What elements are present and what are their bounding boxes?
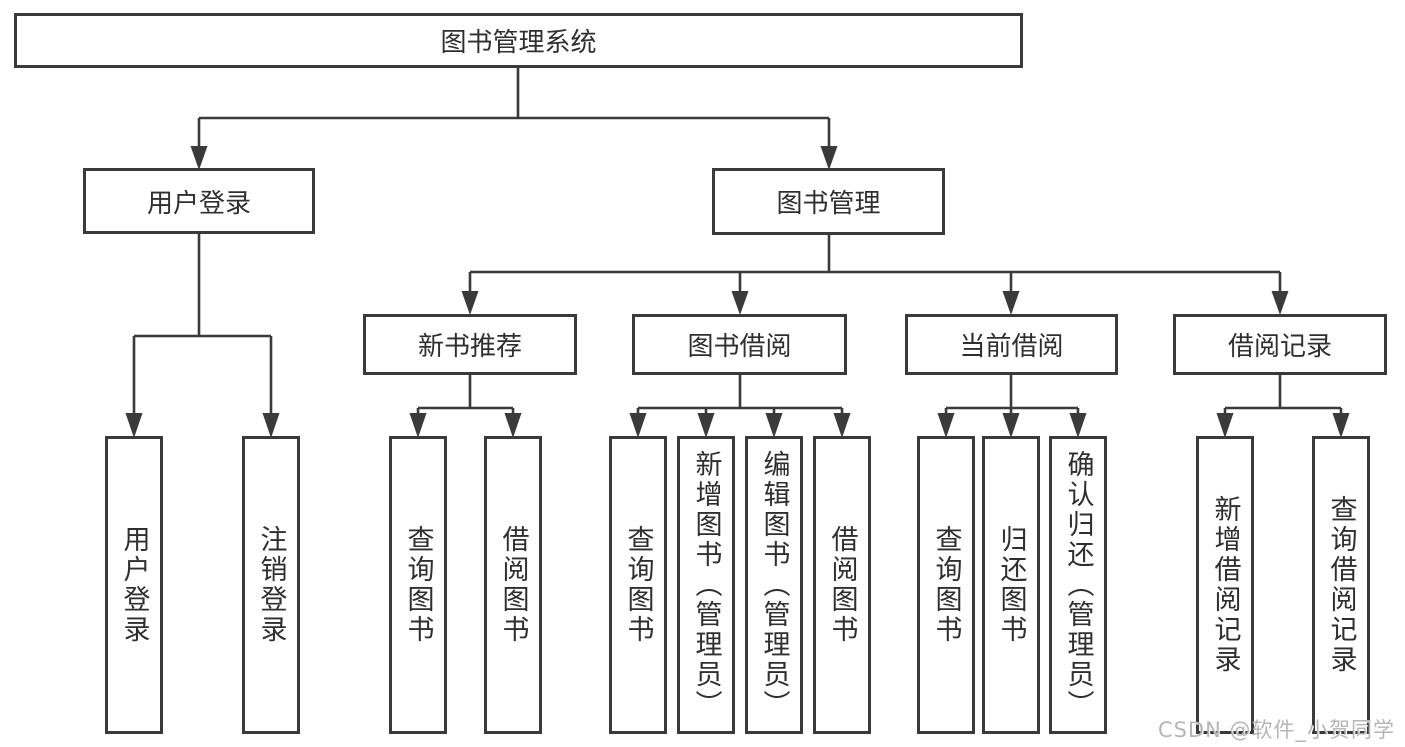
leaf-label: 借阅图书 [826, 525, 858, 645]
leaf-add-borrow-record: 新增借阅记录 [1196, 436, 1254, 734]
node-book-management: 图书管理 [712, 168, 945, 235]
leaf-borrow-books-recommend: 借阅图书 [484, 436, 542, 734]
csdn-watermark: CSDN @软件_小贺同学 [1157, 718, 1395, 742]
leaf-label: 查询图书 [622, 525, 654, 645]
leaf-query-books-recommend: 查询图书 [389, 436, 447, 734]
leaf-label: 注销登录 [255, 525, 287, 645]
node-root-library-system: 图书管理系统 [14, 13, 1023, 68]
node-book-borrowing: 图书借阅 [632, 314, 847, 375]
node-new-book-recommend: 新书推荐 [363, 314, 577, 375]
leaf-query-books-borrowing: 查询图书 [609, 436, 667, 734]
leaf-add-books-admin: 新增图书（管理员） [677, 436, 735, 734]
node-borrowing-records: 借阅记录 [1173, 314, 1387, 375]
leaf-query-borrow-record: 查询借阅记录 [1312, 436, 1370, 734]
leaf-query-books-current: 查询图书 [917, 436, 975, 734]
leaf-label: 新增借阅记录 [1209, 495, 1241, 675]
leaf-logout: 注销登录 [242, 436, 300, 734]
node-user-login: 用户登录 [83, 168, 315, 234]
leaf-edit-books-admin: 编辑图书（管理员） [745, 436, 803, 734]
leaf-label: 编辑图书（管理员） [758, 450, 790, 720]
leaf-label: 查询图书 [930, 525, 962, 645]
leaf-label: 查询图书 [402, 525, 434, 645]
leaf-borrow-books: 借阅图书 [813, 436, 871, 734]
node-current-borrowing: 当前借阅 [905, 314, 1118, 375]
leaf-label: 借阅图书 [497, 525, 529, 645]
leaf-user-login: 用户登录 [105, 436, 163, 734]
arrowheads [125, 146, 1350, 438]
leaf-confirm-return-admin: 确认归还（管理员） [1049, 436, 1107, 734]
leaf-return-books: 归还图书 [982, 436, 1040, 734]
leaf-label: 确认归还（管理员） [1062, 450, 1094, 720]
leaf-label: 归还图书 [995, 525, 1027, 645]
leaf-label: 新增图书（管理员） [690, 450, 722, 720]
leaf-label: 查询借阅记录 [1325, 495, 1357, 675]
leaf-label: 用户登录 [118, 525, 150, 645]
